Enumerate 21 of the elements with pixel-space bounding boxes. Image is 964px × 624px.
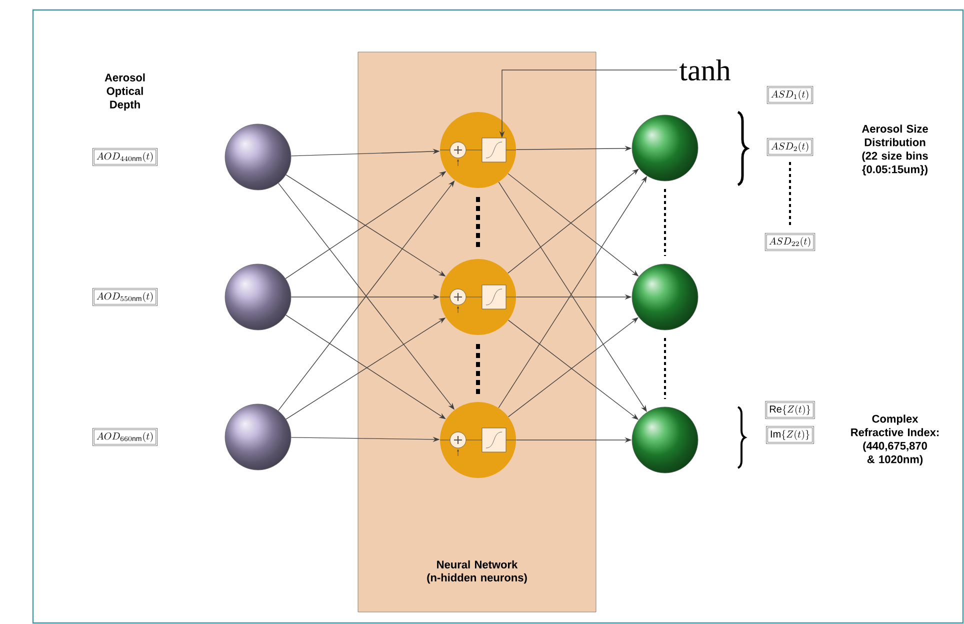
- hidden-neuron: [440, 112, 516, 188]
- output-neuron: [632, 264, 698, 330]
- formula-box: $ASD_{1}(t)$: [766, 86, 814, 104]
- hidden-neuron: [440, 259, 516, 335]
- formula-box: $ASD_{22}(t)$: [764, 233, 816, 251]
- input-neuron: [224, 124, 292, 190]
- formula-box: $\mathrm{Im}\{Z(t)\}$: [766, 426, 814, 444]
- function-label: tanh: [679, 59, 730, 81]
- input-neuron: [224, 404, 292, 470]
- output-neuron: [632, 406, 698, 474]
- formula-box: $AOD_{440\mathrm{nm}}(t)$: [92, 148, 158, 166]
- formula-box: $AOD_{550\mathrm{nm}}(t)$: [92, 288, 158, 306]
- caption-text: Aerosol Optical Depth: [104, 73, 145, 111]
- input-neuron: [224, 264, 292, 330]
- caption-text: Aerosol Size Distribution (22 size bins {0.05:15um}): [862, 124, 928, 176]
- caption-text: Complex Refractive Index: (440,675,870 & 1020nm): [851, 414, 939, 466]
- formula-box: $ASD_{2}(t)$: [766, 138, 814, 156]
- output-neuron: [632, 114, 698, 182]
- hidden-neuron: [440, 402, 516, 478]
- formula-box: $\mathrm{Re}\{Z(t)\}$: [765, 401, 815, 419]
- formula-box: $AOD_{660\mathrm{nm}}(t)$: [92, 428, 158, 446]
